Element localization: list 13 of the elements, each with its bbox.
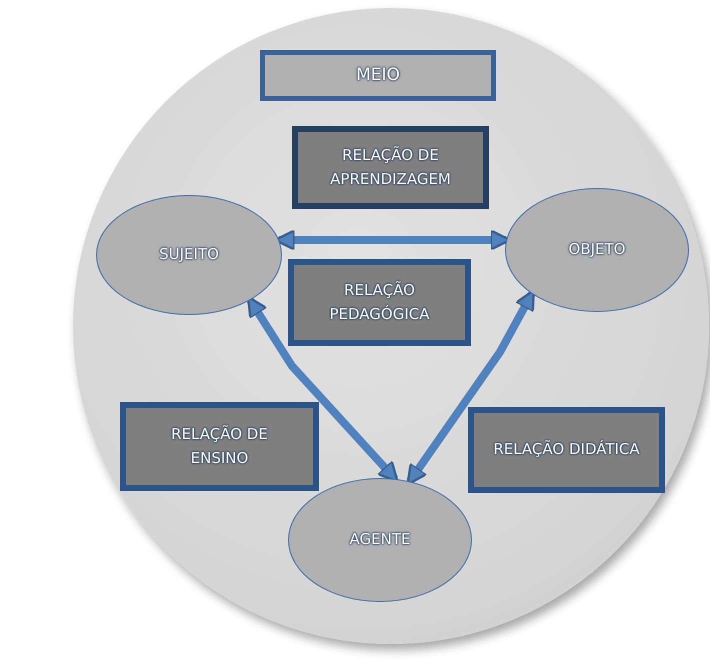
node-label: OBJETO: [568, 239, 626, 260]
node-label: AGENTE: [350, 529, 410, 550]
relation-box: [468, 407, 665, 493]
relation-box: [288, 259, 471, 346]
label-box: [260, 50, 496, 101]
node-label: RELAÇÃO DE ENSINO: [170, 424, 269, 468]
relation-box: [292, 126, 489, 209]
node-label: SUJEITO: [159, 244, 219, 266]
node-label: MEIO: [356, 64, 400, 88]
node-label: RELAÇÃO DE APRENDIZAGEM: [329, 145, 452, 190]
relation-box: [120, 402, 319, 491]
node-label: RELAÇÃO DIDÁTICA: [493, 439, 640, 460]
node-label: RELAÇÃO PEDAGÓGICA: [328, 280, 431, 324]
